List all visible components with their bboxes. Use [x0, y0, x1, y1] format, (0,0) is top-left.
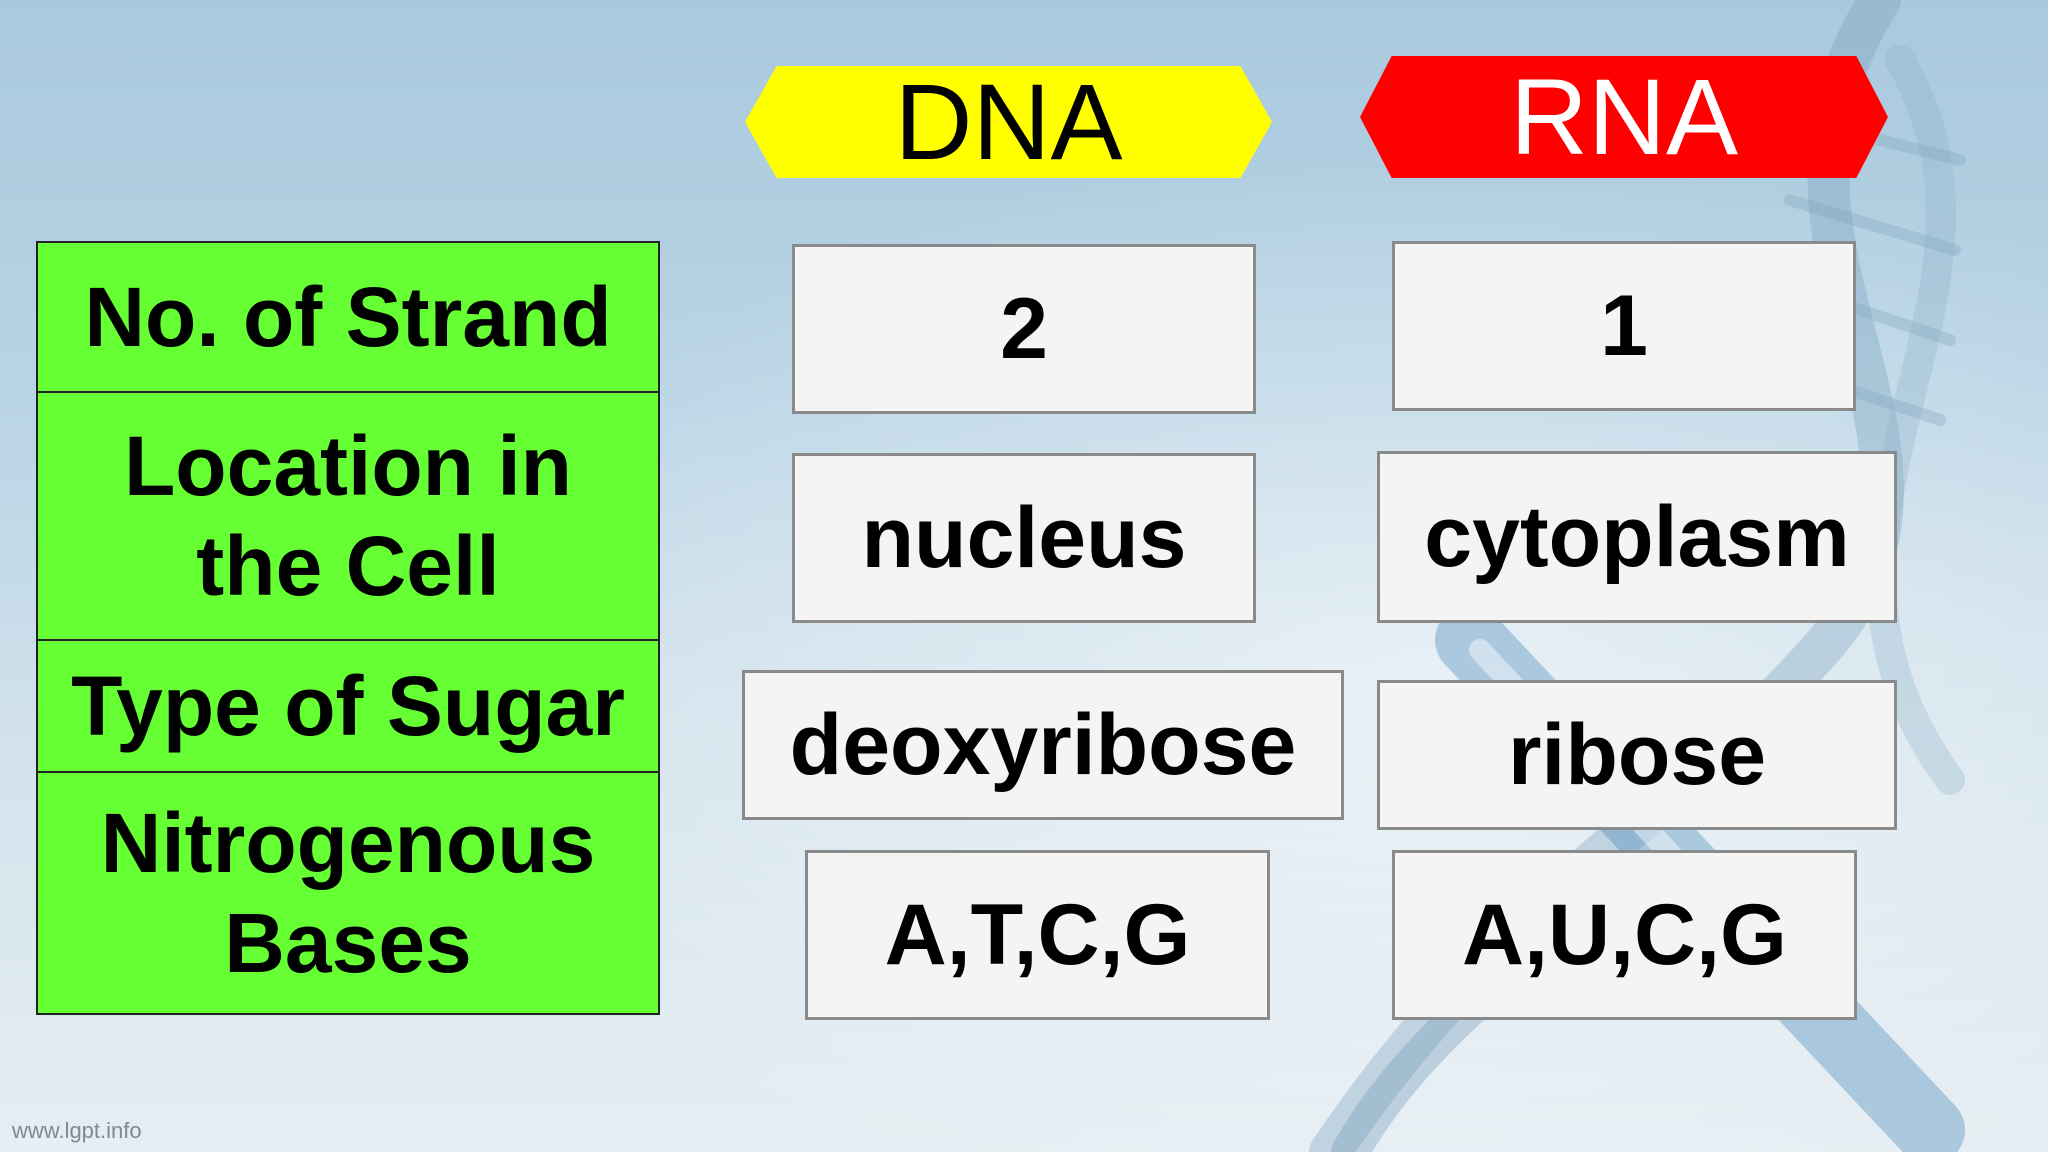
rna-bases: A,U,C,G: [1392, 850, 1857, 1020]
label-type-of-sugar: Type of Sugar: [38, 639, 658, 771]
watermark: www.lgpt.info: [12, 1118, 142, 1143]
rna-sugar: ribose: [1377, 680, 1897, 830]
rna-location: cytoplasm: [1377, 451, 1897, 623]
dna-sugar: deoxyribose: [742, 670, 1344, 820]
label-location-in-cell: Location in the Cell: [38, 391, 658, 639]
dna-strand-count: 2: [792, 244, 1256, 414]
dna-header-tag: DNA: [745, 66, 1272, 178]
category-label-panel: No. of Strand Location in the Cell Type …: [36, 241, 660, 1015]
label-no-of-strand: No. of Strand: [84, 270, 612, 364]
rna-header-tag: RNA: [1360, 56, 1888, 178]
label-nitrogenous-bases: Nitrogenous Bases: [38, 771, 658, 1013]
dna-bases: A,T,C,G: [805, 850, 1270, 1020]
dna-location: nucleus: [792, 453, 1256, 623]
rna-strand-count: 1: [1392, 241, 1856, 411]
